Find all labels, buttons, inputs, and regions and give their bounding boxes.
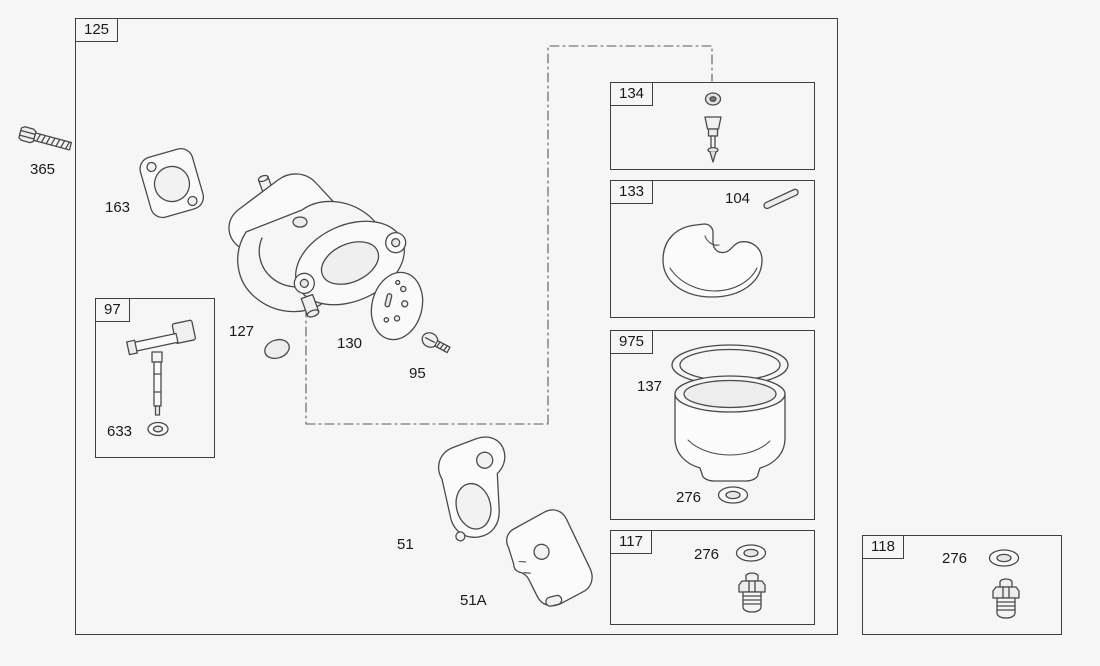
group-box-125: [75, 18, 838, 635]
bolt-365-icon: [18, 126, 73, 151]
group-label-117: 117: [610, 530, 652, 554]
part-label-137: 137: [637, 378, 663, 395]
part-label-104: 104: [725, 190, 751, 207]
part-label-276-box117: 276: [694, 546, 720, 563]
group-label-125: 125: [75, 18, 119, 42]
part-label-51A: 51A: [460, 592, 487, 609]
part-label-95: 95: [409, 365, 426, 382]
part-label-276-bowl: 276: [676, 489, 702, 506]
part-label-633: 633: [107, 423, 133, 440]
part-label-51: 51: [397, 536, 414, 553]
group-label-133: 133: [610, 180, 654, 204]
part-label-130: 130: [337, 335, 363, 352]
group-label-97: 97: [95, 298, 130, 322]
group-label-118: 118: [862, 535, 904, 559]
group-box-97: [95, 298, 215, 458]
group-box-117: [610, 530, 815, 625]
group-box-975: [610, 330, 815, 520]
part-label-163: 163: [105, 199, 131, 216]
group-box-118: [862, 535, 1062, 635]
part-label-127: 127: [229, 323, 255, 340]
part-label-276-box118: 276: [942, 550, 968, 567]
group-label-975: 975: [610, 330, 654, 354]
part-label-365: 365: [30, 161, 56, 178]
group-label-134: 134: [610, 82, 654, 106]
